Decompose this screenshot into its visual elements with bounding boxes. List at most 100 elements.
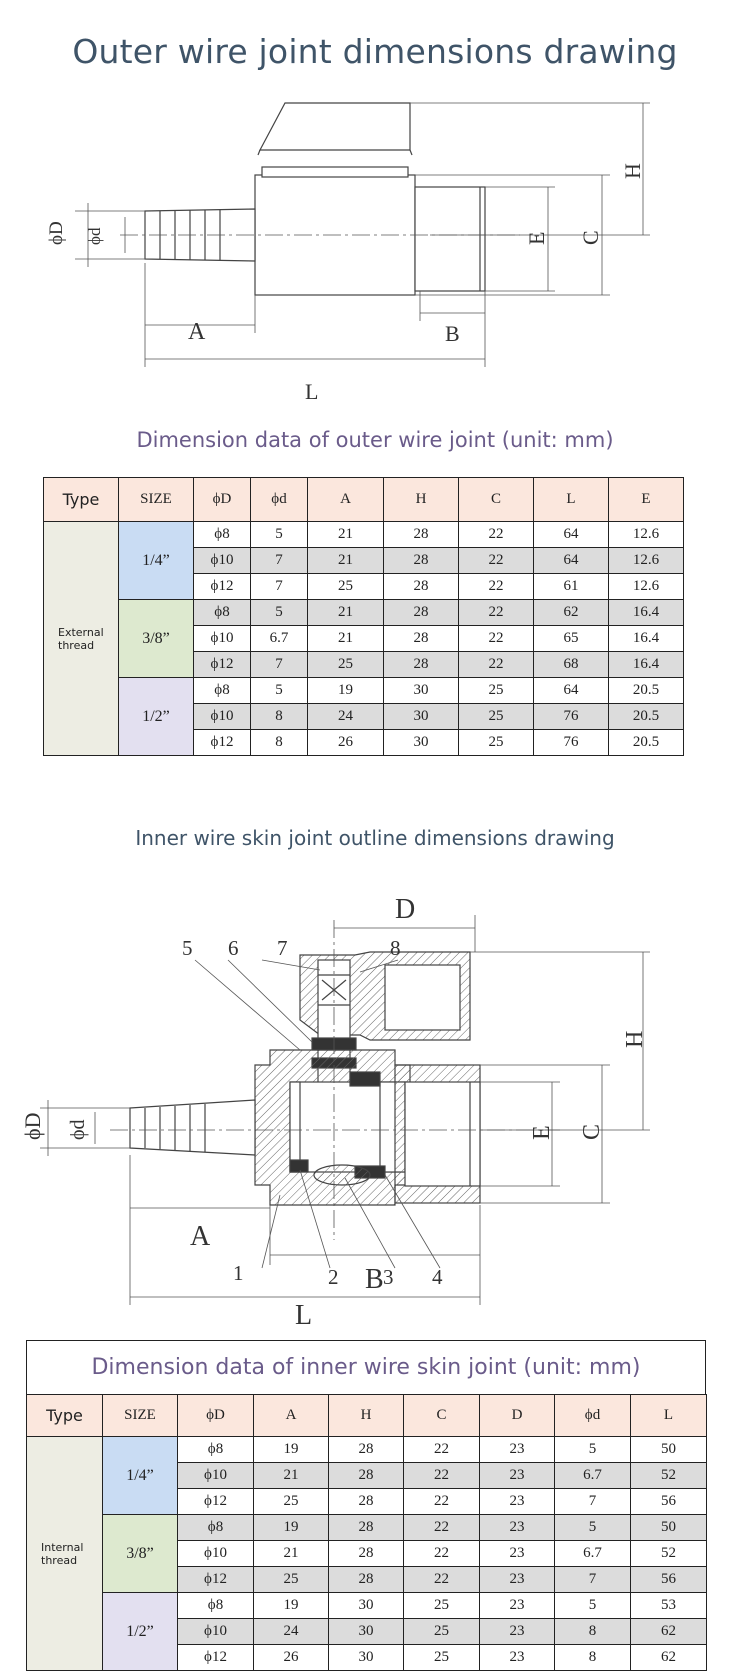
table-cell: ϕ12 [177,1566,254,1593]
table-cell: 25 [403,1618,480,1645]
type-cell: Internal thread [26,1436,103,1671]
table-cell: 23 [479,1540,555,1567]
size-cell: 3/8” [102,1514,178,1593]
outer-drawing-title: Outer wire joint dimensions drawing [72,32,678,71]
table-cell: 64 [533,677,609,704]
table-header-cell: Type [26,1394,103,1437]
table-cell: ϕ8 [193,521,251,548]
table-cell: 21 [307,521,384,548]
size-cell: 1/2” [102,1592,178,1671]
table-cell: ϕ12 [193,729,251,756]
outer-joint-drawing: ϕD ϕd A B L E C H [46,102,650,404]
table-cell: 65 [533,625,609,652]
table-cell: 22 [403,1540,480,1567]
inner-part-2: 2 [328,1265,339,1289]
table-cell: 62 [630,1618,707,1645]
table-cell: ϕ10 [177,1618,254,1645]
table-cell: 8 [554,1618,631,1645]
table-cell: 19 [253,1436,329,1463]
table-header-cell: C [458,477,534,522]
inner-table-caption: Dimension data of inner wire skin joint … [26,1340,706,1394]
table-cell: 25 [253,1566,329,1593]
inner-dim-d: ϕd [67,1119,89,1140]
table-cell: 23 [479,1566,555,1593]
table-cell: 30 [328,1644,404,1671]
table-cell: 20.5 [608,703,684,730]
table-cell: ϕ8 [193,677,251,704]
table-cell: 16.4 [608,625,684,652]
table-cell: 25 [403,1592,480,1619]
table-cell: ϕ8 [177,1592,254,1619]
table-cell: 22 [403,1566,480,1593]
table-cell: 23 [479,1488,555,1515]
table-cell: 62 [630,1644,707,1671]
table-cell: 28 [328,1566,404,1593]
type-cell: External thread [43,521,119,756]
table-cell: ϕ12 [193,573,251,600]
table-cell: ϕ10 [193,625,251,652]
outer-dim-H: H [620,163,645,179]
table-cell: 7 [250,573,308,600]
table-cell: 24 [307,703,384,730]
table-cell: 25 [307,651,384,678]
outer-table-caption: Dimension data of outer wire joint (unit… [136,428,614,452]
outer-dim-L: L [305,379,318,404]
table-cell: ϕ10 [177,1540,254,1567]
table-cell: 22 [458,651,534,678]
size-cell: 1/2” [118,677,194,756]
table-cell: 25 [458,703,534,730]
table-header-cell: H [328,1394,404,1437]
table-cell: 30 [328,1618,404,1645]
table-cell: ϕ10 [177,1462,254,1489]
inner-part-3: 3 [383,1265,394,1289]
table-cell: 30 [383,677,459,704]
table-header-cell: E [608,477,684,522]
table-cell: 20.5 [608,677,684,704]
table-cell: 8 [250,703,308,730]
outer-dim-A: A [188,319,206,345]
table-cell: 12.6 [608,547,684,574]
table-cell: 6.7 [554,1462,631,1489]
table-cell: 16.4 [608,651,684,678]
table-cell: 21 [307,625,384,652]
table-cell: 28 [328,1540,404,1567]
table-header-cell: A [307,477,384,522]
table-cell: 64 [533,547,609,574]
table-cell: 28 [328,1436,404,1463]
table-cell: 25 [403,1644,480,1671]
table-cell: 50 [630,1436,707,1463]
table-header-cell: SIZE [118,477,194,522]
inner-dim-D: ϕD [20,1113,45,1140]
table-cell: 24 [253,1618,329,1645]
table-cell: 7 [554,1488,631,1515]
table-cell: 21 [307,599,384,626]
table-cell: 28 [383,625,459,652]
table-cell: 22 [458,599,534,626]
table-cell: ϕ12 [177,1488,254,1515]
table-header-cell: ϕd [250,477,308,522]
table-cell: 7 [554,1566,631,1593]
inner-dim-C: C [579,1124,605,1140]
outer-dim-d: ϕd [85,227,104,245]
inner-dim-A: A [190,1221,211,1252]
table-cell: 22 [458,625,534,652]
table-cell: ϕ12 [193,651,251,678]
table-cell: 5 [554,1592,631,1619]
inner-part-7: 7 [277,936,288,960]
table-cell: 28 [383,599,459,626]
table-cell: 53 [630,1592,707,1619]
table-header-cell: L [533,477,609,522]
table-cell: 23 [479,1436,555,1463]
table-header-cell: L [630,1394,707,1437]
table-header-cell: ϕD [193,477,251,522]
